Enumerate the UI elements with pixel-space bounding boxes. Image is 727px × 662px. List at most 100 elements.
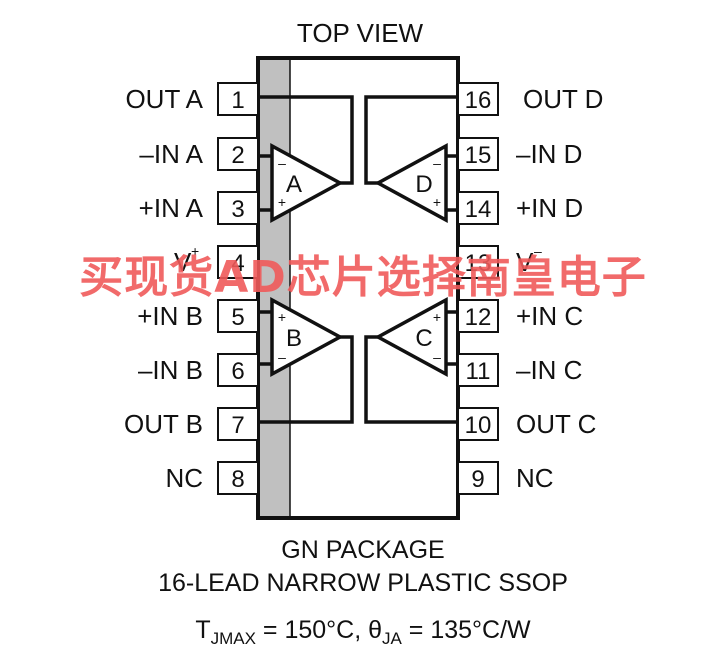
- pin-label: OUT C: [516, 409, 596, 439]
- amp-a-plus-sign: +: [278, 194, 286, 210]
- amp-c-plus-sign: +: [433, 309, 441, 325]
- pin-number: 2: [231, 142, 244, 169]
- pin-15: 15 –IN D: [457, 137, 582, 171]
- amp-d-triangle: [374, 143, 448, 223]
- pin-box: [217, 299, 259, 333]
- pin-2: 2 –IN A: [139, 137, 259, 171]
- amplifier-b: B + –: [260, 297, 354, 424]
- amp-c-minus-sign: –: [433, 349, 441, 365]
- pin-8: 8 NC: [165, 461, 259, 495]
- tj-value: = 150°C,: [256, 616, 368, 644]
- pin-label: OUT A: [125, 84, 203, 114]
- pin-number: 13: [465, 250, 492, 277]
- pin-number: 4: [231, 250, 244, 277]
- pin-number: 3: [231, 196, 244, 223]
- pin-number: 1: [231, 87, 244, 114]
- pin-number: 6: [231, 358, 244, 385]
- pin-box: [457, 82, 499, 116]
- amp-a-triangle: [270, 143, 344, 223]
- pin-6: 6 –IN B: [138, 353, 259, 387]
- pin-label: NC: [165, 463, 203, 493]
- amp-d-minus-sign: –: [433, 155, 441, 171]
- pin-label: +IN B: [137, 301, 203, 331]
- pin-box: [217, 353, 259, 387]
- pin-13: 13 V –: [457, 243, 542, 279]
- amp-a-output-wire: [260, 95, 354, 185]
- amp-a-label: A: [286, 171, 302, 198]
- thermal-spec: TJMAX = 150°C, θJA = 135°C/W: [195, 616, 531, 648]
- package-description: 16-LEAD NARROW PLASTIC SSOP: [158, 569, 568, 597]
- pin-label: –IN D: [516, 139, 582, 169]
- pin-number: 12: [465, 304, 492, 331]
- pin-label: –IN C: [516, 355, 582, 385]
- amplifier-d: D – +: [364, 95, 458, 223]
- pin-label: +IN D: [516, 193, 583, 223]
- theta-symbol: θ: [368, 616, 382, 644]
- pin-12: 12 +IN C: [457, 299, 583, 333]
- pin-number: 7: [231, 412, 244, 439]
- pin-label: OUT B: [124, 409, 203, 439]
- pin-box: [457, 461, 499, 495]
- pin-box: [217, 137, 259, 171]
- pin-box: [457, 137, 499, 171]
- pin-number: 5: [231, 304, 244, 331]
- amp-c-label: C: [415, 325, 432, 352]
- pin-box: [217, 245, 259, 279]
- amp-b-label: B: [286, 325, 302, 352]
- pin-box: [457, 407, 499, 441]
- pin-box: [457, 299, 499, 333]
- left-pins: 1 OUT A 2 –IN A 3 +IN A 4 V + 5 +IN B 6 …: [124, 82, 259, 495]
- pin-box: [457, 245, 499, 279]
- amp-d-plus-sign: +: [433, 194, 441, 210]
- pin-1: 1 OUT A: [125, 82, 259, 116]
- pin-box: [217, 82, 259, 116]
- pin-box: [217, 461, 259, 495]
- pin-number: 15: [465, 142, 492, 169]
- pin-10: 10 OUT C: [457, 407, 596, 441]
- pin-label: +IN C: [516, 301, 583, 331]
- pin-box: [457, 191, 499, 225]
- tj-subscript: JMAX: [211, 629, 256, 648]
- pin-number: 10: [465, 412, 492, 439]
- pin1-indicator-band: [260, 60, 290, 516]
- theta-subscript: JA: [382, 629, 403, 648]
- pin-box: [217, 191, 259, 225]
- amp-d-output-wire: [364, 95, 456, 185]
- amp-b-output-wire: [260, 335, 354, 424]
- amplifier-c: C + –: [364, 297, 458, 424]
- tj-symbol: T: [195, 616, 210, 644]
- pin-14: 14 +IN D: [457, 191, 583, 225]
- pin-number: 16: [465, 87, 492, 114]
- pin-number: 9: [471, 466, 484, 493]
- pin-number: 8: [231, 466, 244, 493]
- amp-d-label: D: [415, 171, 432, 198]
- pin-label-sup: –: [534, 243, 542, 259]
- package-name: GN PACKAGE: [281, 536, 444, 564]
- theta-value: = 135°C/W: [402, 616, 531, 644]
- pin-label: NC: [516, 463, 554, 493]
- diagram-title: TOP VIEW: [297, 18, 424, 48]
- pin-box: [217, 407, 259, 441]
- watermark-text: 买现货AD芯片选择南皇电子: [79, 252, 647, 303]
- pin-16: 16 OUT D: [457, 82, 603, 116]
- amp-b-minus-sign: –: [278, 349, 286, 365]
- pin-box: [457, 353, 499, 387]
- pin-label-sup: +: [191, 243, 199, 259]
- amp-b-plus-sign: +: [278, 309, 286, 325]
- pin-label-v: V: [174, 247, 192, 277]
- pin-4: 4 V +: [174, 243, 259, 279]
- ic-body: [256, 56, 460, 520]
- amp-a-minus-sign: –: [278, 155, 286, 171]
- amp-b-triangle: [270, 297, 344, 377]
- right-pins: 16 OUT D 15 –IN D 14 +IN D 13 V – 12 +IN…: [457, 82, 603, 495]
- amp-c-output-wire: [364, 335, 456, 424]
- pin-9: 9 NC: [457, 461, 554, 495]
- pin-3: 3 +IN A: [139, 191, 259, 225]
- pin-11: 11 –IN C: [457, 353, 582, 387]
- pin-label: –IN A: [139, 139, 203, 169]
- pin-label-v: V: [516, 247, 534, 277]
- ic-body-outline: [256, 56, 460, 520]
- pin-label: –IN B: [138, 355, 203, 385]
- pin-7: 7 OUT B: [124, 407, 259, 441]
